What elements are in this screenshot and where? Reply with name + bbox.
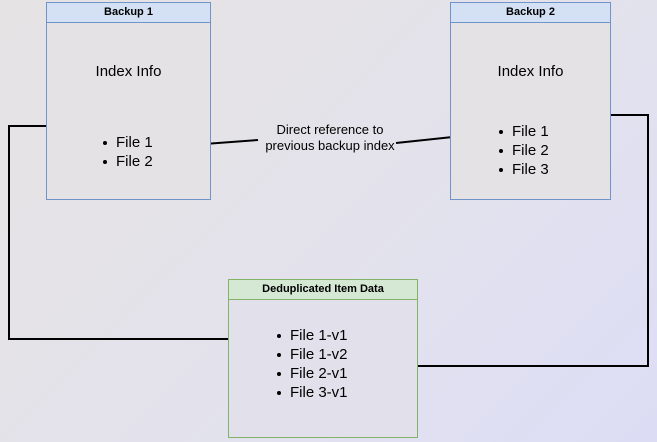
box-backup2-subtitle: Index Info xyxy=(497,63,564,80)
list-item: File 2 xyxy=(101,152,153,171)
list-item: File 3 xyxy=(497,160,549,179)
edge-label-direct-reference: Direct reference to previous backup inde… xyxy=(265,122,395,153)
box-backup1-header: Backup 1 xyxy=(46,2,211,23)
box-backup2-header: Backup 2 xyxy=(450,2,611,23)
edge-backup2-to-dedup xyxy=(377,114,649,371)
box-dedup-header: Deduplicated Item Data xyxy=(228,279,418,300)
list-item: File 1-v1 xyxy=(275,326,348,345)
list-item: File 2-v1 xyxy=(275,364,348,383)
list-item: File 1 xyxy=(497,122,549,141)
box-backup1-subtitle: Index Info xyxy=(95,63,162,80)
list-item: File 3-v1 xyxy=(275,383,348,402)
box-deduplicated-item-data[interactable]: Deduplicated Item Data File 1-v1 File 1-… xyxy=(228,279,418,438)
box-dedup-file-list: File 1-v1 File 1-v2 File 2-v1 File 3-v1 xyxy=(275,326,348,402)
list-item: File 1 xyxy=(101,133,153,152)
box-backup2-body: Index Info File 1 File 2 File 3 xyxy=(450,23,611,200)
list-item: File 1-v2 xyxy=(275,345,348,364)
box-backup1[interactable]: Backup 1 Index Info File 1 File 2 xyxy=(46,2,211,200)
box-dedup-body: File 1-v1 File 1-v2 File 2-v1 File 3-v1 xyxy=(228,300,418,438)
box-backup2-file-list: File 1 File 2 File 3 xyxy=(497,122,549,179)
box-backup2[interactable]: Backup 2 Index Info File 1 File 2 File 3 xyxy=(450,2,611,200)
box-backup1-body: Index Info File 1 File 2 xyxy=(46,23,211,200)
list-item: File 2 xyxy=(497,141,549,160)
box-backup1-file-list: File 1 File 2 xyxy=(101,133,153,171)
